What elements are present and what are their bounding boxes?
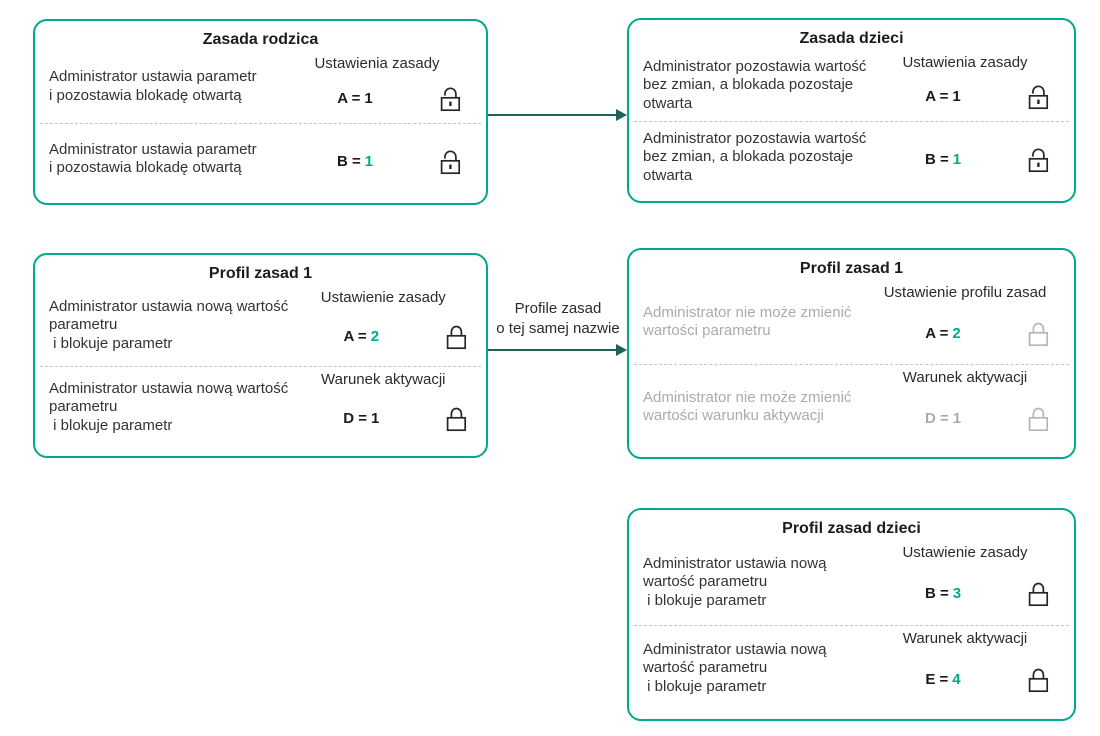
row-description: Administrator ustawia nową wartość param…	[643, 555, 827, 609]
card-title: Zasada rodzica	[202, 31, 319, 48]
arrowhead-icon	[616, 344, 627, 356]
row-description: Administrator ustawia nową wartość param…	[49, 380, 289, 434]
parameter-value: D =1	[343, 410, 380, 428]
row-description: Administrator ustawia parametr i pozosta…	[49, 140, 257, 177]
row-description: Administrator ustawia nową wartość param…	[643, 641, 827, 695]
row-description: Administrator pozostawia wartość bez zmi…	[643, 58, 867, 112]
dashed-divider	[634, 364, 1069, 365]
policy-setting-row: Administrator pozostawia wartość bez zmi…	[629, 50, 1074, 121]
policy-setting-row: Administrator pozostawia wartość bez zmi…	[629, 122, 1074, 193]
section-header: Warunek aktywacji	[902, 630, 1028, 647]
dashed-divider	[634, 121, 1069, 122]
policy-setting-row: Administrator ustawia nową wartość param…	[35, 285, 486, 366]
policy-setting-row: Administrator ustawia parametr i pozosta…	[35, 124, 486, 196]
children-policy-card: Zasada dzieci Administrator pozostawia w…	[627, 18, 1076, 203]
open-lock-icon	[440, 150, 460, 174]
closed-lock-icon	[1028, 322, 1048, 346]
row-description: Administrator ustawia nową wartość param…	[49, 298, 289, 352]
card-title: Profil zasad 1	[208, 265, 313, 282]
inherited-policy-profile-card: Profil zasad 1 Administrator nie może zm…	[627, 248, 1076, 459]
open-lock-icon	[1028, 148, 1048, 173]
activation-rule-row: Administrator ustawia nową wartość param…	[35, 367, 486, 448]
closed-lock-icon	[446, 408, 466, 432]
parameter-value: B =1	[924, 151, 962, 168]
policy-profile-card: Profil zasad 1 Administrator ustawia now…	[33, 253, 488, 458]
children-policy-profile-card: Profil zasad dzieci Administrator ustawi…	[627, 508, 1076, 721]
policy-setting-row: Administrator nie może zmienić wartości …	[629, 280, 1074, 364]
row-description: Administrator nie może zmienić wartości …	[643, 388, 852, 424]
parameter-value: A =1	[925, 88, 961, 106]
section-header: Warunek aktywacji	[321, 371, 446, 388]
parameter-value: D =1	[924, 409, 962, 427]
section-header: Warunek aktywacji	[902, 369, 1028, 386]
section-header: Ustawienie zasady	[902, 544, 1028, 561]
parameter-value: A =2	[343, 328, 380, 346]
open-lock-icon	[440, 87, 460, 111]
closed-lock-icon	[446, 326, 466, 350]
open-lock-icon	[1028, 85, 1048, 110]
closed-lock-icon	[1028, 583, 1048, 607]
section-header: Ustawienia zasady	[314, 55, 440, 72]
activation-rule-row: Administrator nie może zmienić wartości …	[629, 365, 1074, 449]
arrowhead-icon	[616, 109, 627, 121]
row-description: Administrator pozostawia wartość bez zmi…	[643, 130, 867, 184]
activation-rule-row: Administrator ustawia nową wartość param…	[629, 626, 1074, 711]
dashed-divider	[40, 366, 481, 367]
section-header: Ustawienie zasady	[320, 289, 446, 306]
parameter-value: B =1	[336, 152, 374, 170]
parent-policy-card: Zasada rodzica Administrator ustawia par…	[33, 19, 488, 205]
card-title: Zasada dzieci	[799, 30, 904, 47]
card-title: Profil zasad dzieci	[782, 520, 921, 537]
dashed-divider	[634, 625, 1069, 626]
parameter-value: E =4	[925, 671, 961, 689]
parameter-value: B =3	[924, 585, 962, 603]
dashed-divider	[40, 122, 481, 124]
row-description: Administrator nie może zmienić wartości …	[643, 303, 852, 339]
closed-lock-icon	[1028, 669, 1048, 693]
policy-setting-row: Administrator ustawia nową wartość param…	[629, 540, 1074, 625]
section-header: Ustawienie profilu zasad	[883, 284, 1047, 301]
policy-setting-row: Administrator ustawia parametr i pozosta…	[35, 51, 486, 123]
closed-lock-icon	[1028, 407, 1048, 431]
section-header: Ustawienia zasady	[902, 54, 1028, 71]
arrow-label: Profile zasad o tej samej nazwie	[496, 300, 620, 337]
row-description: Administrator ustawia parametr i pozosta…	[49, 68, 257, 104]
parameter-value: A =2	[925, 324, 961, 342]
card-title: Profil zasad 1	[799, 260, 904, 277]
parameter-value: A =1	[337, 89, 373, 107]
